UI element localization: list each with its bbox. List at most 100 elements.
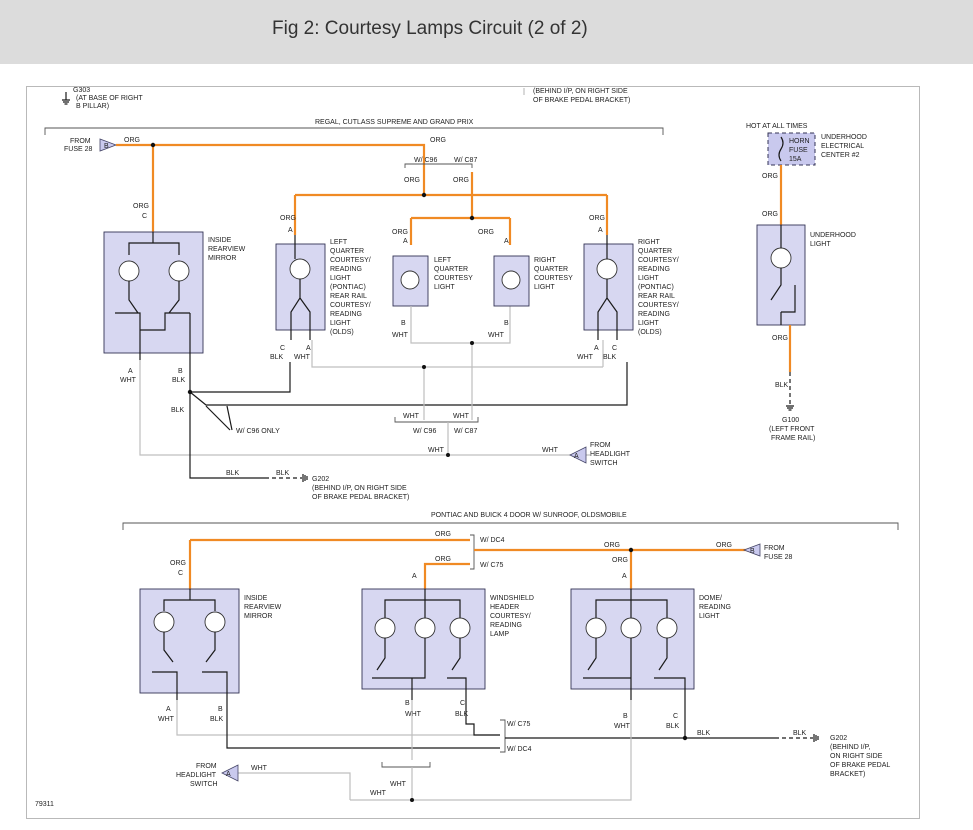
wire-label: ORG [762,211,778,218]
svg-text:(OLDS): (OLDS) [638,329,662,336]
left-reading-internal [290,235,311,340]
wire-label: ORG [170,560,186,567]
wire-label: WHT [405,711,422,718]
g-prev-note-2: OF BRAKE PEDAL BRACKET) [533,97,630,104]
wire-label: ORG [589,215,605,222]
w-c96-label: W/ C96 [413,428,436,435]
svg-text:READING: READING [638,266,670,273]
blk-bus-left [190,362,291,393]
bulb-icon [620,617,642,639]
w-c87-label: W/ C87 [454,157,477,164]
figure-header: Fig 2: Courtesy Lamps Circuit (2 of 2) [0,0,973,64]
dome-internal [595,589,668,618]
underhood-center-label: UNDERHOOD ELECTRICAL CENTER #2 [821,134,867,159]
windshield-header-lamp [361,588,486,690]
option-bracket [470,534,475,570]
wire-label: ORG [772,335,788,342]
section-label-bottom: PONTIAC AND BUICK 4 DOOR W/ SUNROOF, OLD… [431,512,627,519]
option-bracket [381,762,431,768]
svg-text:FUSE 28: FUSE 28 [764,554,793,561]
svg-text:ON RIGHT SIDE: ON RIGHT SIDE [830,753,883,760]
bulb-icon [374,617,396,639]
connector-b-icon [99,138,118,152]
w-c96-only-label: W/ C96 ONLY [236,428,280,435]
section-bracket-bottom [122,522,899,530]
conn-a: A [128,368,133,375]
wire-label: BLK [455,711,469,718]
svg-text:UNDERHOOD: UNDERHOOD [810,232,856,239]
wire-label: ORG [435,556,451,563]
conn-c: C [142,213,147,220]
wire-label: BLK [171,407,185,414]
svg-text:READING: READING [699,604,731,611]
wire-label: WHT [390,781,407,788]
w-dc4-label: W/ DC4 [480,537,505,544]
wire-label: ORG [612,557,628,564]
conn-a: A [288,227,293,234]
svg-text:QUARTER: QUARTER [534,266,568,273]
horn-fuse-box [767,132,816,166]
svg-text:G202: G202 [830,735,847,742]
conn-a: A [598,227,603,234]
svg-text:QUARTER: QUARTER [330,248,364,255]
wire-label: WHT [158,716,175,723]
windshield-switches [372,638,467,700]
svg-text:RIGHT: RIGHT [534,257,557,264]
hl-conn-a: A [574,453,579,460]
svg-text:LEFT: LEFT [330,239,348,246]
option-bracket [500,719,506,753]
bulb-icon [501,270,521,290]
right-qtr-reading-label: RIGHT QUARTER COURTESY/ READING LIGHT (P… [638,239,679,336]
wire-label: WHT [120,377,137,384]
bulb-icon [656,617,678,639]
svg-text:(LEFT FRONT: (LEFT FRONT [769,426,815,433]
wire-label: WHT [614,723,631,730]
conn-c: C [280,345,285,352]
svg-text:DOME/: DOME/ [699,595,722,602]
bulb-icon [153,611,175,633]
svg-text:G100: G100 [782,417,799,424]
svg-text:LEFT: LEFT [434,257,452,264]
svg-text:FROM: FROM [196,763,217,770]
option-bracket [394,417,479,423]
bulb-icon [289,258,311,280]
svg-text:LIGHT: LIGHT [534,284,555,291]
splice-dot [410,798,414,802]
conn-a: A [594,345,599,352]
from-fuse-label-2: FUSE 28 [64,146,93,153]
svg-text:(BEHIND I/P,: (BEHIND I/P, [830,744,870,751]
splice-dot [421,192,427,198]
wire-label: WHT [403,413,420,420]
bulb-icon [168,260,190,282]
svg-text:COURTESY: COURTESY [534,275,573,282]
w-dc4-label: W/ DC4 [507,746,532,753]
splice-dot [446,453,450,457]
wire-label: ORG [435,531,451,538]
svg-text:INSIDE: INSIDE [208,237,232,244]
wire-label: BLK [666,723,680,730]
blk-windshield [465,700,500,736]
conn-a: A [622,573,627,580]
wire-label: WHT [428,447,445,454]
svg-text:HORN: HORN [789,138,810,145]
svg-text:ELECTRICAL: ELECTRICAL [821,143,864,150]
org-windshield [423,562,470,590]
org-feed-mirror [116,143,155,210]
svg-text:REARVIEW: REARVIEW [208,246,246,253]
conn-b: B [405,700,410,707]
horn-fuse-label: HORN FUSE 15A [789,138,810,163]
svg-text:RIGHT: RIGHT [638,239,661,246]
left-qtr-reading-label: LEFT QUARTER COURTESY/ READING LIGHT (PO… [330,239,371,336]
conn-a: A [412,573,417,580]
wht-mirror [139,360,590,456]
g-prev-note-1: (BEHIND I/P, ON RIGHT SIDE [533,88,628,95]
org-feed-main [153,143,426,172]
inside-mirror-bottom-label: INSIDE REARVIEW MIRROR [244,595,282,620]
splice-dot [470,341,474,345]
wht-courtesy [410,306,511,344]
conn-c: C [673,713,678,720]
blk-bus-right [189,362,628,406]
wire-label: WHT [370,790,387,797]
conn-b: B [401,320,406,327]
svg-text:(PONTIAC): (PONTIAC) [330,284,366,291]
